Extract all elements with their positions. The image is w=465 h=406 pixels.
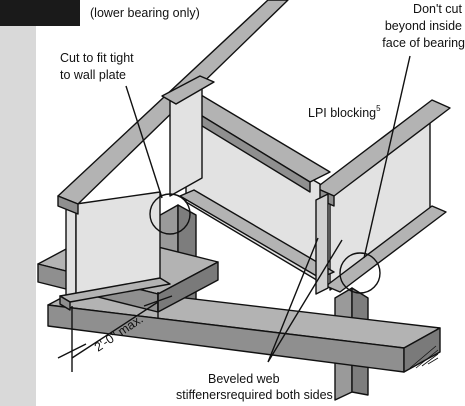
detail-circle-right: [339, 252, 381, 294]
lpi-blocking-label: LPI blocking5: [308, 104, 381, 120]
left-joist: [59, 191, 171, 311]
lower-bearing-note: (lower bearing only): [90, 6, 200, 20]
right-joist: [315, 99, 451, 293]
dont-cut-label-2: beyond inside: [385, 19, 462, 33]
side-panel: [0, 0, 36, 406]
cut-to-fit-label-1: Cut to fit tight: [60, 51, 134, 65]
beveled-label-2: stiffenersrequired both sides: [176, 388, 333, 402]
leader-cut-to-fit: [125, 85, 163, 199]
center-joist: [161, 75, 215, 197]
dont-cut-label-3: face of bearing: [382, 36, 465, 50]
dimension-line: [57, 292, 173, 372]
lpi-footnote: 5: [376, 104, 381, 113]
leader-beveled: [267, 237, 343, 363]
dont-cut-label-1: Don't cut: [413, 2, 462, 16]
corner-block: [0, 0, 80, 26]
lpi-blocking-text: LPI blocking: [308, 106, 376, 120]
cut-to-fit-label-2: to wall plate: [60, 68, 126, 82]
leader-dont-cut: [363, 55, 411, 259]
beveled-label-1: Beveled web: [208, 372, 280, 386]
detail-circle-left: [149, 193, 191, 235]
